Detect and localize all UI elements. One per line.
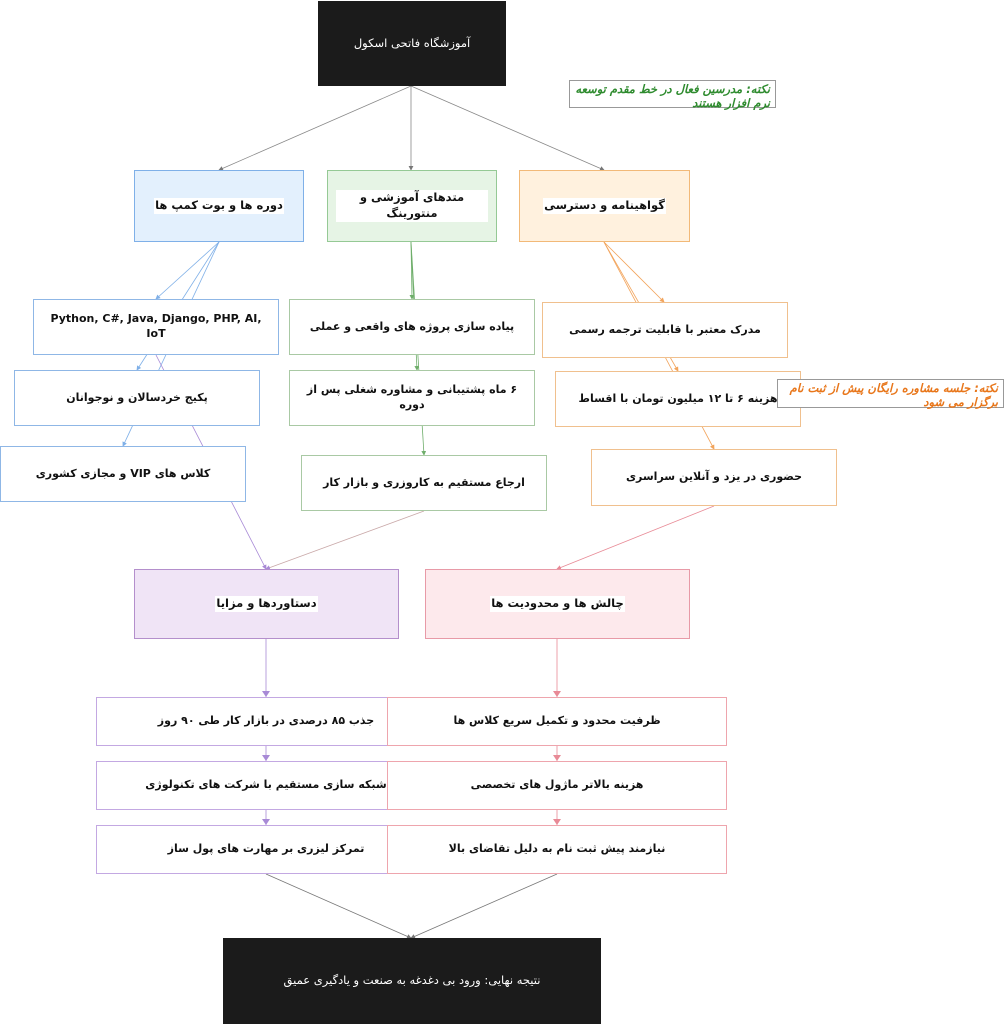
courses-item-vip-label: کلاس های VIP و مجازی کشوری [34,466,212,482]
edge-courses-item1 [155,241,220,300]
note-consultation: نکته: جلسه مشاوره رایگان پیش از ثبت نام … [777,379,1004,409]
courses-item-kids-label: پکیج خردسالان و نوجوانان [65,390,209,406]
courses-item-languages-label: Python, C#, Java, Django, PHP, AI, IoT [42,312,270,342]
outcome-achievements: دستاوردها و مزایا [134,569,399,639]
conclusion-node: نتیجه نهایی: ورود بی دغدغه به صنعت و یاد… [223,938,601,1024]
conclusion-label: نتیجه نهایی: ورود بی دغدغه به صنعت و یاد… [283,973,541,988]
achievements-item-hiring: جذب ۸۵ درصدی در بازار کار طی ۹۰ روز [96,697,436,746]
category-methods: متدهای آموزشی و منتورینگ [327,170,497,242]
root-label: آموزشگاه فاتحی اسکول [353,35,471,50]
certificates-item-cost: هزینه ۶ تا ۱۲ میلیون تومان با اقساط [555,371,801,427]
methods-item-projects-label: پیاده سازی پروژه های واقعی و عملی [308,319,516,335]
methods-item-support-label: ۶ ماه پشتیبانی و مشاوره شغلی پس از دوره [298,383,526,413]
certificates-item-degree-label: مدرک معتبر با قابلیت ترجمه رسمی [568,322,762,338]
category-methods-label: متدهای آموزشی و منتورینگ [336,190,488,222]
edge-root-courses [218,85,412,171]
achievements-item-networking: شبکه سازی مستقیم با شرکت های تکنولوژی [96,761,436,810]
courses-item-languages: Python, C#, Java, Django, PHP, AI, IoT [33,299,279,355]
achievements-item-networking-label: شبکه سازی مستقیم با شرکت های تکنولوژی [144,778,388,793]
edge-root-certificates [410,85,605,171]
note-consultation-text: نکته: جلسه مشاوره رایگان پیش از ثبت نام … [789,381,998,409]
category-certificates-label: گواهینامه و دسترسی [543,198,666,214]
achievements-item-focus: تمرکز لیزری بر مهارت های پول ساز [96,825,436,874]
methods-item-support: ۶ ماه پشتیبانی و مشاوره شغلی پس از دوره [289,370,535,426]
certificates-item-location: حضوری در یزد و آنلاین سراسری [591,449,837,506]
root-node: آموزشگاه فاتحی اسکول [318,1,506,86]
methods-item-referral: ارجاع مستقیم به کاروزری و بازار کار [301,455,547,511]
achievements-item-hiring-label: جذب ۸۵ درصدی در بازار کار طی ۹۰ روز [156,714,376,729]
challenges-item-capacity-label: ظرفیت محدود و تکمیل سریع کلاس ها [452,714,662,729]
challenges-item-preregistration-label: نیازمند پیش ثبت نام به دلیل تقاضای بالا [447,842,667,857]
certificates-item-cost-label: هزینه ۶ تا ۱۲ میلیون تومان با اقساط [577,391,779,407]
note-instructors-text: نکته: مدرسین فعال در خط مقدم توسعه نرم ا… [575,82,770,110]
category-courses-label: دوره ها و بوت کمپ ها [154,198,284,214]
challenges-item-preregistration: نیازمند پیش ثبت نام به دلیل تقاضای بالا [387,825,727,874]
category-courses: دوره ها و بوت کمپ ها [134,170,304,242]
methods-item-referral-label: ارجاع مستقیم به کاروزری و بازار کار [322,475,526,491]
edge-achievements-conclusion [265,873,412,939]
edge-challenges-conclusion [410,873,558,939]
achievements-item-focus-label: تمرکز لیزری بر مهارت های پول ساز [166,842,366,857]
edge-methods-achievements [265,510,425,570]
note-instructors: نکته: مدرسین فعال در خط مقدم توسعه نرم ا… [569,80,776,110]
certificates-item-degree: مدرک معتبر با قابلیت ترجمه رسمی [542,302,788,358]
challenges-item-capacity: ظرفیت محدود و تکمیل سریع کلاس ها [387,697,727,746]
challenges-item-cost-label: هزینه بالاتر ماژول های تخصصی [469,778,645,793]
courses-item-vip: کلاس های VIP و مجازی کشوری [0,446,246,502]
outcome-challenges: چالش ها و محدودیت ها [425,569,690,639]
outcome-challenges-label: چالش ها و محدودیت ها [490,596,625,612]
category-certificates: گواهینامه و دسترسی [519,170,690,242]
edge-cert-challenges [556,505,715,570]
challenges-item-cost: هزینه بالاتر ماژول های تخصصی [387,761,727,810]
methods-item-projects: پیاده سازی پروژه های واقعی و عملی [289,299,535,355]
courses-item-kids: پکیج خردسالان و نوجوانان [14,370,260,426]
certificates-item-location-label: حضوری در یزد و آنلاین سراسری [624,470,804,485]
outcome-achievements-label: دستاوردها و مزایا [215,596,318,612]
edge-cert-item1 [603,241,665,303]
